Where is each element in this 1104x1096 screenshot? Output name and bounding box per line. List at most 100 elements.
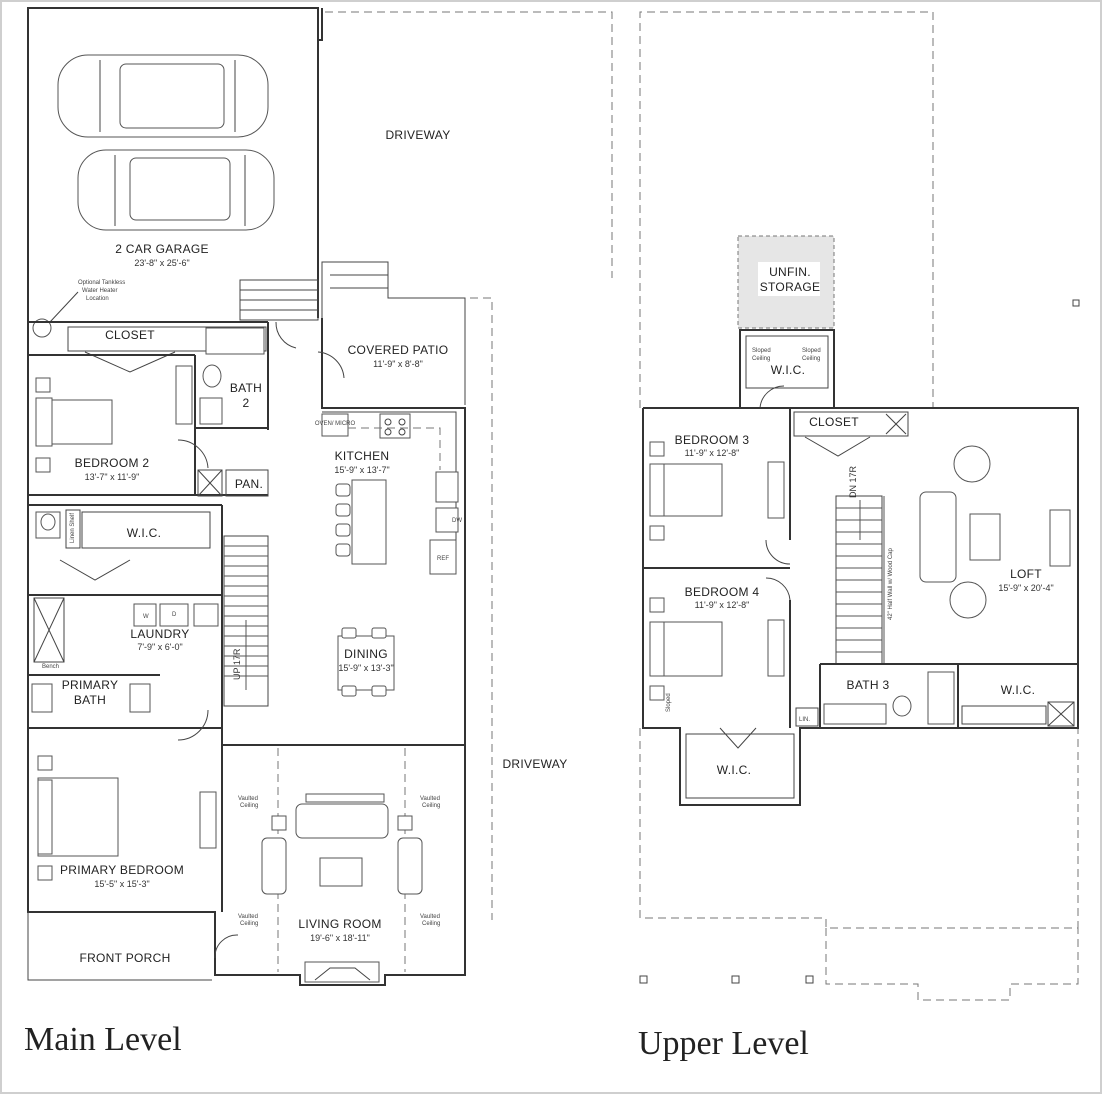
bath-3: BATH 3 LIN. bbox=[795, 663, 1078, 728]
unfinished-storage: UNFIN. STORAGE bbox=[737, 235, 835, 329]
covered-patio-label: COVERED PATIO bbox=[348, 343, 449, 357]
bedroom-4-dimensions: 11'-9" x 12'-8" bbox=[695, 600, 750, 610]
laundry: W D LAUNDRY 7'-9" x 6'-0" bbox=[28, 594, 222, 652]
upper-level-title: Upper Level bbox=[638, 1025, 809, 1062]
walk-in-closet: Linen Shelf W.I.C. bbox=[28, 504, 222, 581]
bath-2-number: 2 bbox=[243, 396, 250, 410]
bedroom-2-label: BEDROOM 2 bbox=[75, 456, 150, 470]
kitchen-dimensions: 15'-9" x 13'-7" bbox=[334, 465, 389, 475]
upper-wic-bottom: W.I.C. bbox=[685, 727, 795, 799]
closet bbox=[67, 326, 267, 352]
dining: DINING 15'-9" x 13'-3" bbox=[337, 627, 395, 697]
upper-wic-right: W.I.C. bbox=[961, 683, 1075, 727]
vaulted-note-3a: Vaulted bbox=[238, 914, 258, 920]
bath-2-label: BATH bbox=[230, 381, 262, 395]
vaulted-note-4a: Vaulted bbox=[420, 914, 440, 920]
front-porch: FRONT PORCH bbox=[27, 912, 239, 981]
garage-label: 2 CAR GARAGE bbox=[115, 242, 209, 256]
bedroom-2-dimensions: 13'-7" x 11'-9" bbox=[85, 472, 140, 482]
loft-dimensions: 15'-9" x 20'-4" bbox=[998, 583, 1053, 593]
vaulted-note-1a: Vaulted bbox=[238, 796, 258, 802]
refrigerator-label: REF bbox=[437, 556, 449, 562]
dining-label: DINING bbox=[344, 647, 388, 661]
vaulted-note-1b: Ceiling bbox=[240, 803, 258, 809]
front-porch-label: FRONT PORCH bbox=[79, 951, 170, 965]
upper-wic-bottom-label: W.I.C. bbox=[717, 763, 751, 777]
washer-label: W bbox=[143, 614, 149, 620]
vaulted-note-2a: Vaulted bbox=[420, 796, 440, 802]
primary-bedroom-label: PRIMARY BEDROOM bbox=[60, 863, 184, 877]
vaulted-note-2b: Ceiling bbox=[422, 803, 440, 809]
upper-level-plan: UNFIN. STORAGE Sloped Ceiling Sloped Cei… bbox=[638, 11, 1080, 1062]
laundry-label: LAUNDRY bbox=[130, 627, 189, 641]
upper-closet: CLOSET bbox=[793, 411, 909, 457]
storage-label-2: STORAGE bbox=[760, 280, 821, 294]
garage: 2 CAR GARAGE 23'-8" x 25'-6" Optional Ta… bbox=[27, 7, 323, 338]
living-room-label: LIVING ROOM bbox=[298, 917, 381, 931]
kitchen-label: KITCHEN bbox=[335, 449, 390, 463]
water-heater-icon bbox=[32, 318, 52, 338]
pantry-label: PAN. bbox=[235, 477, 263, 491]
wic-label: W.I.C. bbox=[127, 526, 161, 540]
sloped-note-1b: Ceiling bbox=[752, 356, 770, 362]
loft-label: LOFT bbox=[1010, 567, 1042, 581]
bedroom-4: Sloped BEDROOM 4 11'-9" x 12'-8" bbox=[649, 577, 791, 728]
linen-label: LIN. bbox=[799, 717, 810, 723]
covered-patio-dimensions: 11'-9" x 8'-8" bbox=[373, 359, 423, 369]
closet-label: CLOSET bbox=[105, 328, 155, 342]
dishwasher-label: DW bbox=[452, 518, 462, 524]
bedroom-3: BEDROOM 3 11'-9" x 12'-8" bbox=[643, 408, 791, 569]
bedroom-2: BEDROOM 2 13'-7" x 11'-9" bbox=[28, 354, 268, 496]
upper-stair: DN 17R 42" Half Wall w/ Wood Cap bbox=[835, 465, 894, 665]
dining-dimensions: 15'-9" x 13'-3" bbox=[338, 663, 393, 673]
main-level-plan: 2 CAR GARAGE 23'-8" x 25'-6" Optional Ta… bbox=[24, 7, 613, 1058]
primary-bath-label-2: BATH bbox=[74, 693, 106, 707]
upper-wic-top-label: W.I.C. bbox=[771, 363, 805, 377]
bedroom-3-dimensions: 11'-9" x 12'-8" bbox=[685, 448, 740, 458]
covered-patio: COVERED PATIO 11'-9" x 8'-8" bbox=[275, 261, 466, 405]
bedroom-4-label: BEDROOM 4 bbox=[685, 585, 760, 599]
vaulted-note-4b: Ceiling bbox=[422, 921, 440, 927]
main-level-title: Main Level bbox=[24, 1021, 182, 1058]
linen-shelf-label: Linen Shelf bbox=[70, 513, 76, 543]
primary-bath: Bench PRIMARY BATH bbox=[28, 597, 160, 713]
main-stair: UP 17R bbox=[223, 535, 269, 707]
bath-3-label: BATH 3 bbox=[847, 678, 890, 692]
half-wall-note: 42" Half Wall w/ Wood Cap bbox=[888, 548, 894, 620]
upper-wic-right-label: W.I.C. bbox=[1001, 683, 1035, 697]
bedroom-3-label: BEDROOM 3 bbox=[675, 433, 750, 447]
garage-dimensions: 23'-8" x 25'-6" bbox=[134, 258, 189, 268]
sloped-note-3: Sloped bbox=[666, 693, 672, 712]
kitchen-island bbox=[351, 479, 387, 565]
bath-2: BATH 2 bbox=[195, 327, 268, 429]
pantry: PAN. bbox=[197, 469, 269, 497]
heater-note-3: Location bbox=[86, 296, 109, 302]
vaulted-note-3b: Ceiling bbox=[240, 921, 258, 927]
oven-label: OVEN/ MICRO bbox=[315, 421, 356, 427]
dryer-label: D bbox=[172, 612, 177, 618]
car-2 bbox=[77, 149, 275, 231]
upper-closet-label: CLOSET bbox=[809, 415, 859, 429]
primary-bath-label: PRIMARY bbox=[62, 678, 119, 692]
primary-bedroom: PRIMARY BEDROOM 15'-5" x 15'-3" bbox=[28, 505, 223, 912]
car-1 bbox=[57, 54, 269, 138]
storage-label-1: UNFIN. bbox=[769, 265, 811, 279]
upper-wic-top: Sloped Ceiling Sloped Ceiling W.I.C. bbox=[739, 329, 835, 409]
sloped-note-2a: Sloped bbox=[802, 348, 821, 354]
living-room-dimensions: 19'-6" x 18'-11" bbox=[310, 933, 370, 943]
laundry-dimensions: 7'-9" x 6'-0" bbox=[137, 642, 182, 652]
loft: LOFT 15'-9" x 20'-4" bbox=[919, 445, 1071, 619]
sloped-note-1a: Sloped bbox=[752, 348, 771, 354]
bench-label: Bench bbox=[42, 664, 59, 670]
stair-down-label: DN 17R bbox=[848, 465, 858, 498]
heater-note-2: Water Heater bbox=[82, 288, 117, 294]
heater-note-1: Optional Tankless bbox=[78, 280, 125, 286]
sloped-note-2b: Ceiling bbox=[802, 356, 820, 362]
kitchen: OVEN/ MICRO DW REF KITCHEN 15'-9" x 13'-… bbox=[315, 411, 462, 575]
primary-bedroom-dimensions: 15'-5" x 15'-3" bbox=[94, 879, 149, 889]
driveway-top-label: DRIVEWAY bbox=[385, 128, 450, 142]
living-room: Vaulted Ceiling Vaulted Ceiling Vaulted … bbox=[222, 744, 465, 983]
driveway-side-label: DRIVEWAY bbox=[502, 757, 567, 771]
stair-up-label: UP 17R bbox=[232, 648, 242, 680]
